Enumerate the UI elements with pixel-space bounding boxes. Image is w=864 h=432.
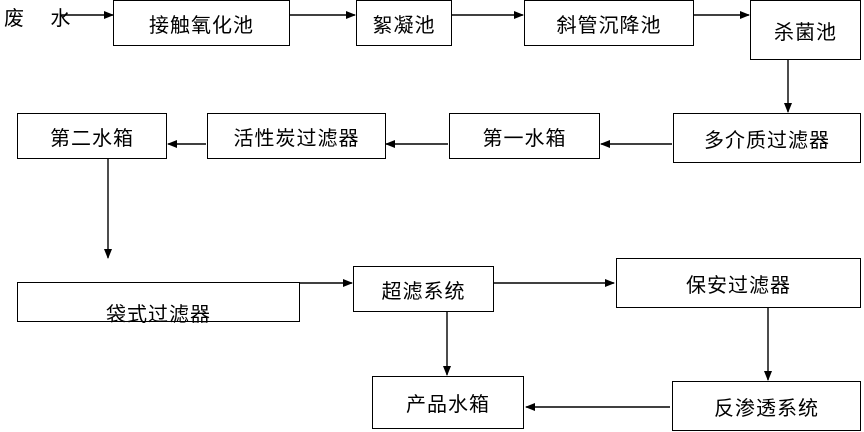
node-tank-1-label: 第一水箱 bbox=[482, 125, 567, 150]
node-sterilization-label: 杀菌池 bbox=[774, 19, 837, 44]
node-product-tank: 产品水箱 bbox=[372, 376, 524, 429]
node-inclined-tube-settling-label: 斜管沉降池 bbox=[556, 12, 662, 37]
node-ultrafiltration-label: 超滤系统 bbox=[381, 278, 466, 303]
node-bag-filter: 袋式过滤器 bbox=[17, 282, 300, 326]
node-tank-2: 第二水箱 bbox=[17, 113, 167, 159]
node-tank-1: 第一水箱 bbox=[449, 113, 600, 159]
node-activated-carbon-filter: 活性炭过滤器 bbox=[207, 113, 386, 159]
node-security-filter: 保安过滤器 bbox=[616, 258, 861, 308]
node-security-filter-label: 保安过滤器 bbox=[686, 272, 791, 297]
node-flocculation: 絮凝池 bbox=[356, 0, 452, 46]
node-multimedia-filter: 多介质过滤器 bbox=[673, 113, 861, 163]
node-ultrafiltration: 超滤系统 bbox=[353, 266, 494, 312]
node-contact-oxidation-label: 接触氧化池 bbox=[149, 12, 254, 37]
node-sterilization: 杀菌池 bbox=[750, 0, 861, 60]
node-contact-oxidation: 接触氧化池 bbox=[113, 0, 290, 46]
node-bag-filter-label: 袋式过滤器 bbox=[106, 302, 211, 326]
node-inclined-tube-settling: 斜管沉降池 bbox=[524, 0, 694, 46]
node-reverse-osmosis: 反渗透系统 bbox=[672, 381, 861, 431]
node-reverse-osmosis-label: 反渗透系统 bbox=[714, 395, 819, 420]
wastewater-input-label: 废 水 bbox=[4, 6, 81, 30]
node-multimedia-filter-label: 多介质过滤器 bbox=[704, 127, 830, 152]
node-product-tank-label: 产品水箱 bbox=[406, 392, 490, 416]
node-activated-carbon-filter-label: 活性炭过滤器 bbox=[233, 125, 360, 150]
node-tank-2-label: 第二水箱 bbox=[50, 125, 134, 150]
node-flocculation-label: 絮凝池 bbox=[372, 12, 436, 37]
